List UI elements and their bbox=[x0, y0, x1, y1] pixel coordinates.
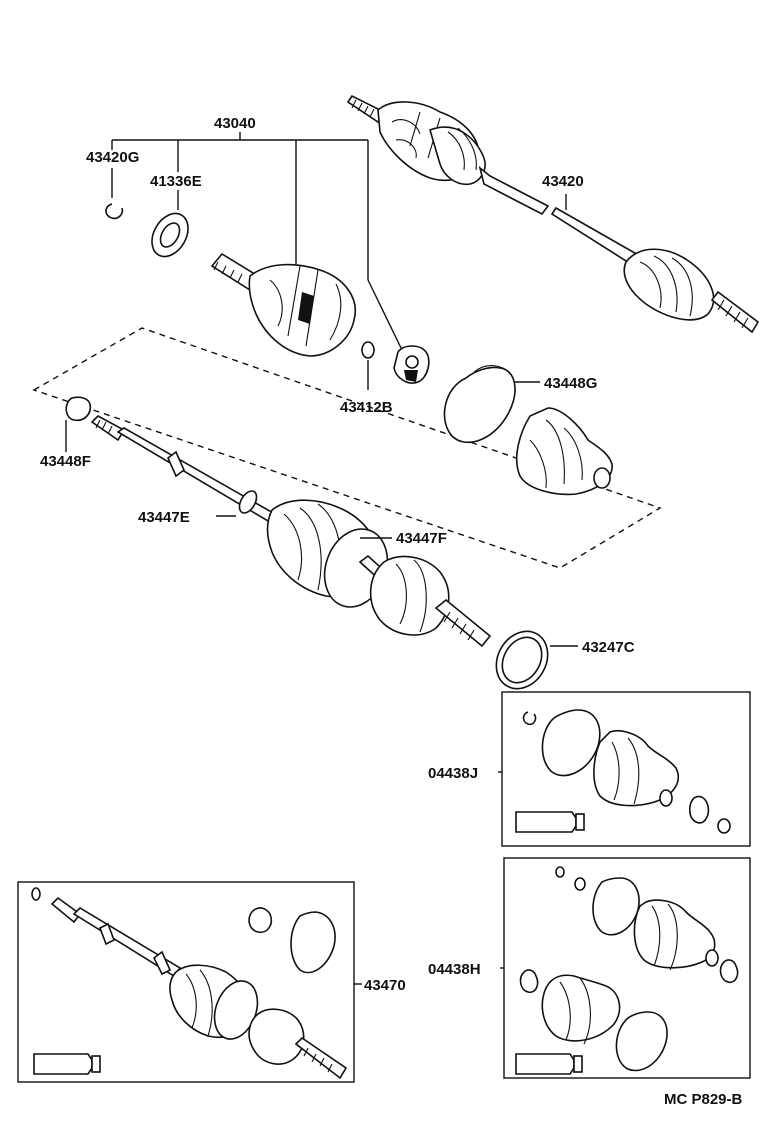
assembly-43470-parts bbox=[31, 887, 348, 1080]
boot-kit-dashed-outline bbox=[32, 327, 662, 569]
dust-seal-41336e bbox=[151, 190, 189, 258]
label-43412b: 43412B bbox=[340, 399, 393, 416]
kit-04438h-parts bbox=[515, 866, 739, 1075]
snap-ring-43420g bbox=[105, 203, 124, 220]
inner-joint-housing bbox=[210, 252, 357, 357]
tripod-joint bbox=[393, 345, 430, 384]
main-drive-shaft bbox=[90, 415, 298, 536]
part-labels: 43040 43420G 41336E 43420 43412B 43448G … bbox=[40, 115, 743, 1108]
boot-band-43448g bbox=[443, 365, 540, 444]
label-43420: 43420 bbox=[542, 173, 584, 190]
label-04438j: 04438J bbox=[428, 765, 478, 782]
ring-43247c bbox=[495, 630, 578, 690]
boot-inner bbox=[516, 407, 613, 496]
label-04438h: 04438H bbox=[428, 961, 481, 978]
footer-code: MC P829-B bbox=[664, 1091, 743, 1108]
label-43470: 43470 bbox=[364, 977, 406, 994]
snap-ring-43412b bbox=[361, 341, 375, 390]
kit-box-04438j bbox=[501, 691, 751, 847]
assembly-box-43470 bbox=[17, 881, 355, 1083]
label-43447f: 43447F bbox=[396, 530, 447, 547]
label-43420g: 43420G bbox=[86, 149, 139, 166]
kit-04438j-parts bbox=[515, 709, 731, 834]
label-43247c: 43247C bbox=[582, 639, 635, 656]
label-43448f: 43448F bbox=[40, 453, 91, 470]
label-43040: 43040 bbox=[214, 115, 256, 132]
outer-boot-assembly bbox=[369, 555, 492, 648]
label-43447e: 43447E bbox=[138, 509, 190, 526]
label-41336e: 41336E bbox=[150, 173, 202, 190]
boot-band-43448f bbox=[65, 396, 92, 452]
leader-43040 bbox=[111, 132, 403, 351]
label-43448g: 43448G bbox=[544, 375, 597, 392]
drive-shaft-assembly-top bbox=[346, 94, 760, 334]
